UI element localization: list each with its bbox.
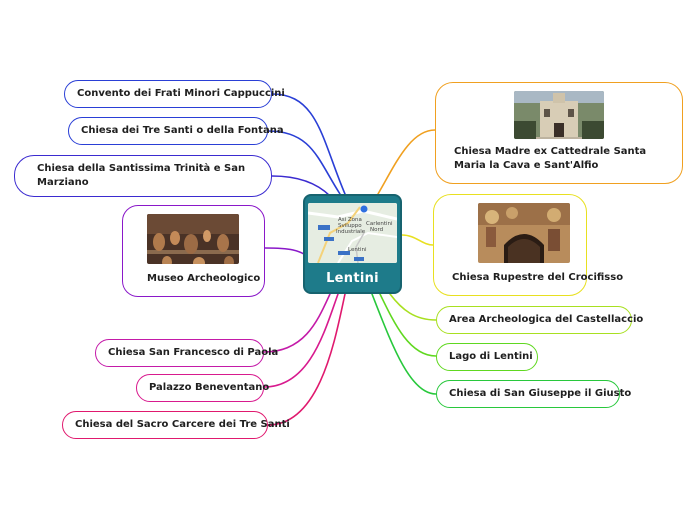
node-crocifisso[interactable]: Chiesa Rupestre del Crocifisso: [433, 194, 623, 296]
link-convento: [271, 93, 346, 195]
link-tre-santi-fontana: [267, 130, 341, 195]
node-beneventano[interactable]: Palazzo Beneventano: [136, 374, 269, 402]
node-castellaccio[interactable]: Area Archeologica del Castellaccio: [436, 306, 643, 334]
map-label-5: Nord: [370, 227, 383, 233]
node-crocifisso-label: Chiesa Rupestre del Crocifisso: [452, 272, 624, 283]
node-castellaccio-label: Area Archeologica del Castellaccio: [449, 314, 644, 325]
node-san-giuseppe[interactable]: Chiesa di San Giuseppe il Giusto: [436, 380, 631, 408]
link-santissima-trinita: [271, 175, 331, 197]
node-santissima-trinita[interactable]: Chiesa della Santissima Trinità e San Ma…: [14, 155, 272, 197]
node-chiesa-madre-label: Chiesa Madre ex Cattedrale Santa Maria l…: [454, 146, 647, 171]
node-convento[interactable]: Convento dei Frati Minori Cappuccini: [64, 80, 285, 108]
node-lago[interactable]: Lago di Lentini: [436, 343, 538, 371]
map-thumbnail: Asi Zona Sviluppo Industriale Carlentini…: [308, 203, 397, 263]
node-sacro-carcere[interactable]: Chiesa del Sacro Carcere dei Tre Santi: [62, 411, 290, 439]
node-beneventano-label: Palazzo Beneventano: [149, 382, 270, 393]
node-tre-santi-fontana-label: Chiesa dei Tre Santi o della Fontana: [81, 125, 284, 136]
node-lago-label: Lago di Lentini: [449, 351, 533, 362]
link-lago: [379, 293, 437, 357]
map-label-3: Industriale: [336, 229, 366, 235]
museo-photo: [147, 214, 239, 264]
node-santissima-trinita-label: Chiesa della Santissima Trinità e San Ma…: [37, 163, 246, 188]
central-topic-title: Lentini: [326, 271, 379, 286]
map-label-4: Carlentini: [366, 221, 393, 227]
link-san-giuseppe: [371, 293, 437, 395]
node-san-francesco[interactable]: Chiesa San Francesco di Paola: [95, 339, 278, 367]
node-museo-label: Museo Archeologico: [147, 273, 261, 284]
map-label-1: Asi Zona: [338, 217, 362, 223]
node-san-francesco-label: Chiesa San Francesco di Paola: [108, 347, 279, 358]
map-label-2: Sviluppo: [338, 223, 362, 229]
map-label-6: Lentini: [348, 247, 367, 253]
link-castellaccio: [389, 293, 437, 321]
node-museo[interactable]: Museo Archeologico: [122, 205, 265, 297]
node-convento-label: Convento dei Frati Minori Cappuccini: [77, 88, 285, 99]
node-san-giuseppe-label: Chiesa di San Giuseppe il Giusto: [449, 388, 632, 399]
node-chiesa-madre[interactable]: Chiesa Madre ex Cattedrale Santa Maria l…: [435, 82, 683, 184]
link-sacro-carcere: [267, 293, 346, 426]
chiesa-madre-photo: [514, 91, 604, 139]
node-tre-santi-fontana[interactable]: Chiesa dei Tre Santi o della Fontana: [68, 117, 284, 145]
link-chiesa-madre: [377, 129, 436, 195]
crocifisso-photo: [478, 203, 570, 263]
central-topic[interactable]: Asi Zona Sviluppo Industriale Carlentini…: [303, 194, 402, 294]
link-crocifisso: [401, 234, 434, 246]
link-san-francesco: [263, 293, 331, 353]
link-beneventano: [263, 293, 339, 388]
node-sacro-carcere-label: Chiesa del Sacro Carcere dei Tre Santi: [75, 419, 290, 430]
